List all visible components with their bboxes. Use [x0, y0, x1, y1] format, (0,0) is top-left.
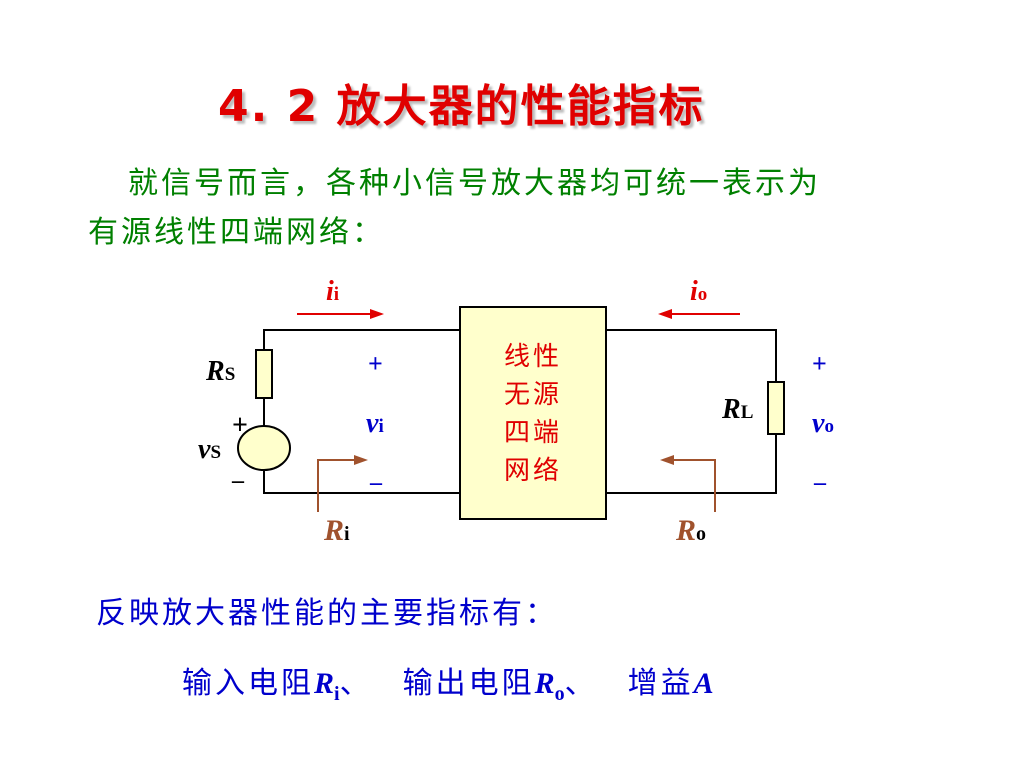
output-current-arrow [658, 309, 740, 319]
ri-label: Ri [323, 514, 350, 547]
ii-label: ii [326, 276, 339, 307]
vs-label: vS [198, 434, 221, 465]
vi-label: vi [366, 408, 384, 439]
rs-label: RS [205, 356, 235, 387]
intro-line-1: 就信号而言，各种小信号放大器均可统一表示为 [128, 166, 821, 201]
network-box-line-4: 网络 [504, 456, 562, 486]
input-minus: – [369, 470, 383, 496]
summary-heading: 反映放大器性能的主要指标有： [96, 596, 558, 631]
voltage-source [237, 425, 291, 471]
load-resistor [767, 381, 785, 435]
item-separator-2: 、 [564, 666, 598, 701]
source-resistor [255, 349, 273, 399]
output-minus: – [813, 470, 827, 496]
output-resistance-arrow [660, 455, 716, 512]
summary-items: 输入电阻Ri、输出电阻Ro、增益A [182, 658, 714, 706]
input-current-arrow [297, 309, 384, 319]
network-box-line-2: 无源 [504, 380, 562, 410]
ro-label: Ro [675, 514, 706, 547]
item-input-resistance-text: 输入电阻 [182, 666, 314, 701]
circuit-wires [263, 329, 777, 494]
item-gain-var: A [693, 667, 714, 700]
input-plus: + [368, 349, 383, 378]
input-resistance-arrow [317, 455, 368, 512]
io-label: io [690, 276, 707, 307]
source-plus: + [232, 410, 248, 441]
rl-label: RL [721, 394, 753, 425]
item-separator-1: 、 [339, 666, 373, 701]
network-box-line-3: 四端 [504, 418, 562, 448]
source-minus: – [231, 468, 245, 494]
vo-label: vo [812, 408, 834, 439]
item-output-resistance-var: R [534, 667, 555, 700]
item-output-resistance-text: 输出电阻 [402, 666, 535, 701]
item-output-resistance-sub: o [554, 683, 565, 705]
network-box-line-1: 线性 [504, 342, 562, 372]
output-plus: + [812, 349, 827, 378]
item-gain-text: 增益 [627, 666, 694, 701]
item-input-resistance-sub: i [334, 683, 340, 705]
intro-line-2: 有源线性四端网络： [88, 215, 385, 250]
page-title: 4. 2 放大器的性能指标 [218, 81, 705, 132]
item-input-resistance-var: R [314, 667, 335, 700]
network-box [459, 306, 607, 520]
